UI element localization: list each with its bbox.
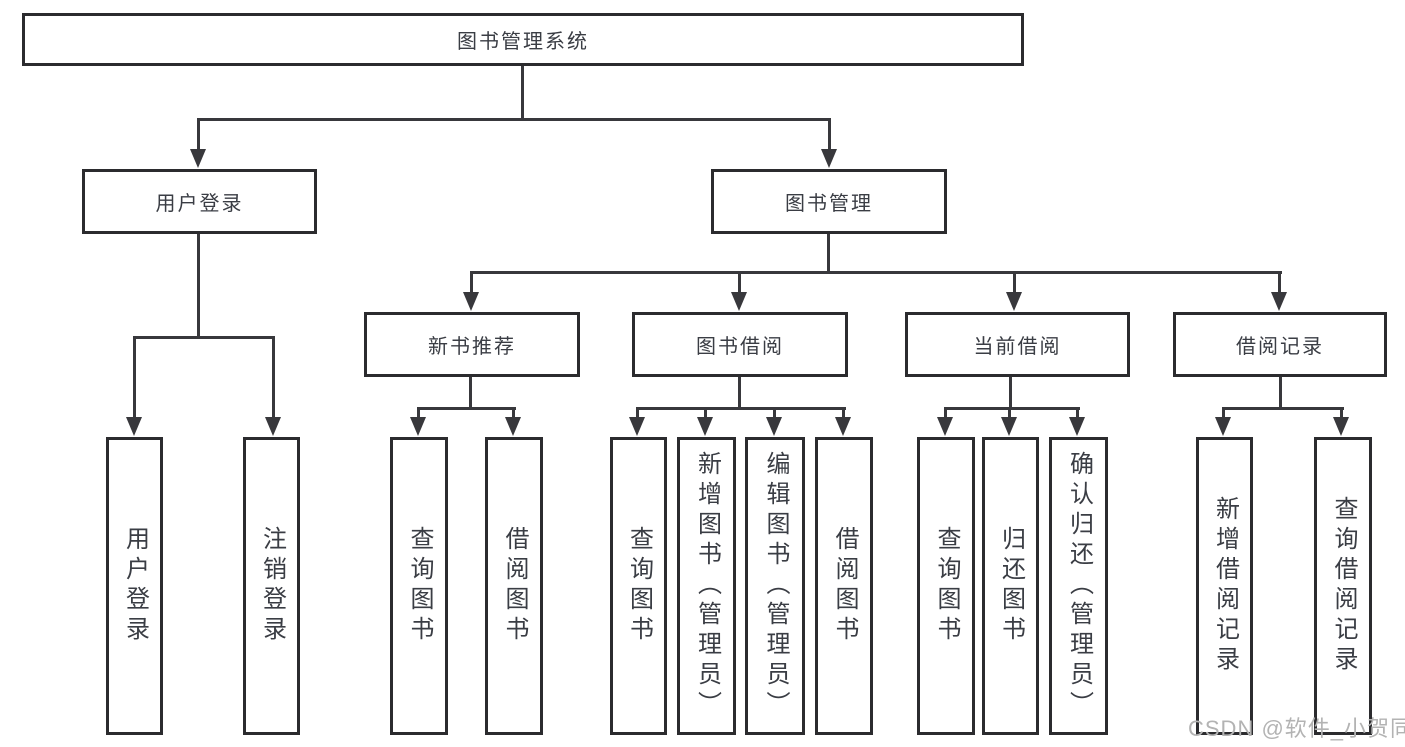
arrow-shaft [470,271,473,295]
h-line [470,271,1282,274]
arrow-down-icon [1215,417,1231,436]
leaf-confirm-return-admin: 确认归还（管理员） [1049,437,1108,735]
arrow-down-icon [1333,417,1349,436]
leaf-query-books-borrow: 查询图书 [610,437,667,735]
v-line [469,377,472,407]
node-book-management: 图书管理 [711,169,947,234]
arrow-down-icon [1001,417,1017,436]
arrow-down-icon [1271,292,1287,311]
node-borrowing-records: 借阅记录 [1173,312,1387,377]
v-line [1009,377,1012,407]
arrow-shaft [1222,407,1225,420]
arrow-shaft [512,407,515,420]
arrow-shaft [1340,407,1343,420]
arrow-down-icon [835,417,851,436]
arrow-shaft [272,336,275,420]
arrow-down-icon [1069,417,1085,436]
h-line [417,407,516,410]
v-line [521,66,524,118]
arrow-shaft [773,407,776,420]
arrow-down-icon [505,417,521,436]
leaf-borrow-books-newbook: 借阅图书 [485,437,543,735]
arrow-shaft [704,407,707,420]
h-line [944,407,1080,410]
v-line [738,377,741,407]
arrow-shaft [1278,271,1281,295]
arrow-down-icon [821,149,837,168]
h-line [197,118,831,121]
watermark: CSDN @软件_小贺同学 [1188,716,1405,741]
arrow-shaft [1008,407,1011,420]
arrow-down-icon [265,417,281,436]
leaf-add-books-admin: 新增图书（管理员） [677,437,736,735]
arrow-shaft [738,271,741,295]
arrow-shaft [828,118,831,152]
v-line [1279,377,1282,407]
arrow-shaft [133,336,136,420]
node-new-book-recommendation: 新书推荐 [364,312,580,377]
arrow-shaft [636,407,639,420]
node-root: 图书管理系统 [22,13,1024,66]
arrow-shaft [1076,407,1079,420]
arrow-down-icon [697,417,713,436]
arrow-shaft [417,407,420,420]
leaf-add-borrow-record: 新增借阅记录 [1196,437,1253,735]
arrow-down-icon [410,417,426,436]
leaf-query-borrow-record: 查询借阅记录 [1314,437,1372,735]
v-line [197,234,200,336]
arrow-down-icon [190,149,206,168]
arrow-shaft [944,407,947,420]
arrow-shaft [842,407,845,420]
arrow-down-icon [937,417,953,436]
arrow-down-icon [126,417,142,436]
leaf-edit-books-admin: 编辑图书（管理员） [745,437,805,735]
h-line [1222,407,1344,410]
node-current-borrowing: 当前借阅 [905,312,1130,377]
arrow-down-icon [629,417,645,436]
leaf-logout: 注销登录 [243,437,300,735]
leaf-return-books: 归还图书 [982,437,1039,735]
leaf-query-books-newbook: 查询图书 [390,437,448,735]
arrow-down-icon [766,417,782,436]
leaf-borrow-books-borrow: 借阅图书 [815,437,873,735]
arrow-down-icon [463,292,479,311]
arrow-down-icon [1006,292,1022,311]
arrow-shaft [197,118,200,152]
arrow-shaft [1013,271,1016,295]
h-line [636,407,846,410]
node-user-login: 用户登录 [82,169,317,234]
leaf-user-login: 用户登录 [106,437,163,735]
arrow-down-icon [731,292,747,311]
v-line [827,234,830,271]
h-line [133,336,275,339]
leaf-query-books-current: 查询图书 [917,437,975,735]
node-book-borrowing: 图书借阅 [632,312,848,377]
